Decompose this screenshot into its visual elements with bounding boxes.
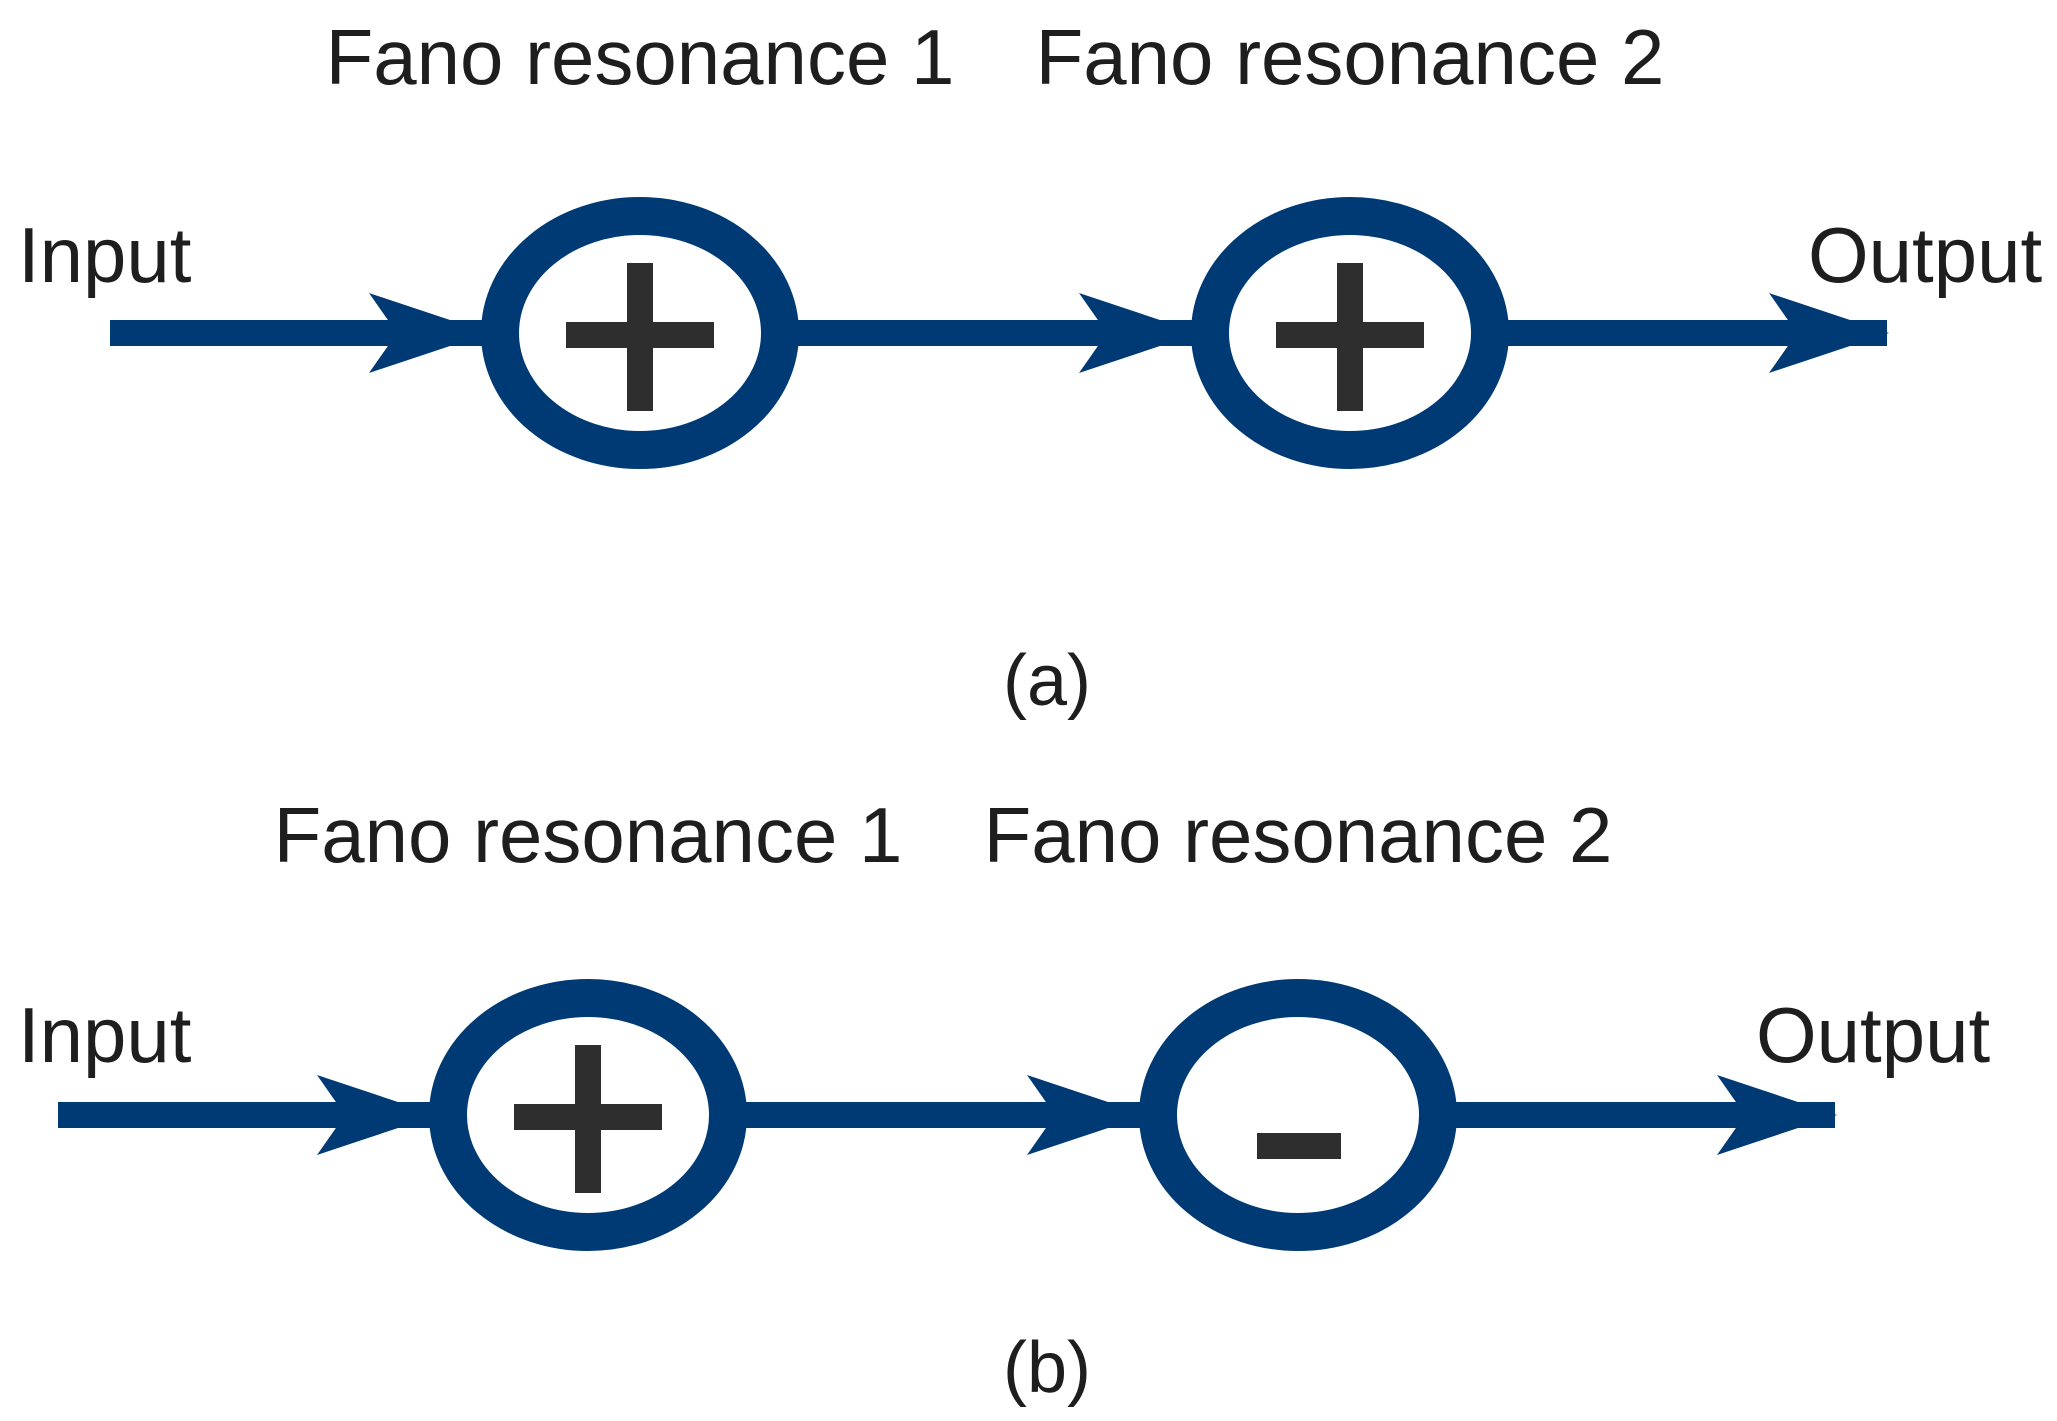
panel-a-summing-node-1: [481, 197, 799, 469]
panel-a-output-label: Output: [1808, 211, 2042, 299]
panel-a-node-1-title: Fano resonance 1: [326, 13, 955, 101]
panel-a-node-2-title: Fano resonance 2: [1036, 13, 1665, 101]
panel-b-summing-node-2: [1139, 979, 1457, 1251]
plus-icon: [514, 1045, 662, 1193]
plus-icon: [1276, 263, 1424, 411]
panel-b-node-2-title: Fano resonance 2: [984, 791, 1613, 879]
panel-a-caption: (a): [1003, 641, 1091, 721]
panel-b-node-1-title: Fano resonance 1: [274, 791, 903, 879]
panel-b-caption: (b): [1003, 1328, 1091, 1408]
panel-b: Fano resonance 1 Fano resonance 2 Input …: [18, 791, 1990, 1408]
panel-b-output-label: Output: [1756, 991, 1990, 1079]
panel-b-input-label: Input: [18, 991, 192, 1079]
plus-icon: [566, 263, 714, 411]
minus-icon: [1257, 1133, 1341, 1159]
panel-a: Fano resonance 1 Fano resonance 2 Input …: [18, 13, 2042, 721]
panel-a-input-label: Input: [18, 211, 192, 299]
panel-a-summing-node-2: [1191, 197, 1509, 469]
panel-b-summing-node-1: [429, 979, 747, 1251]
